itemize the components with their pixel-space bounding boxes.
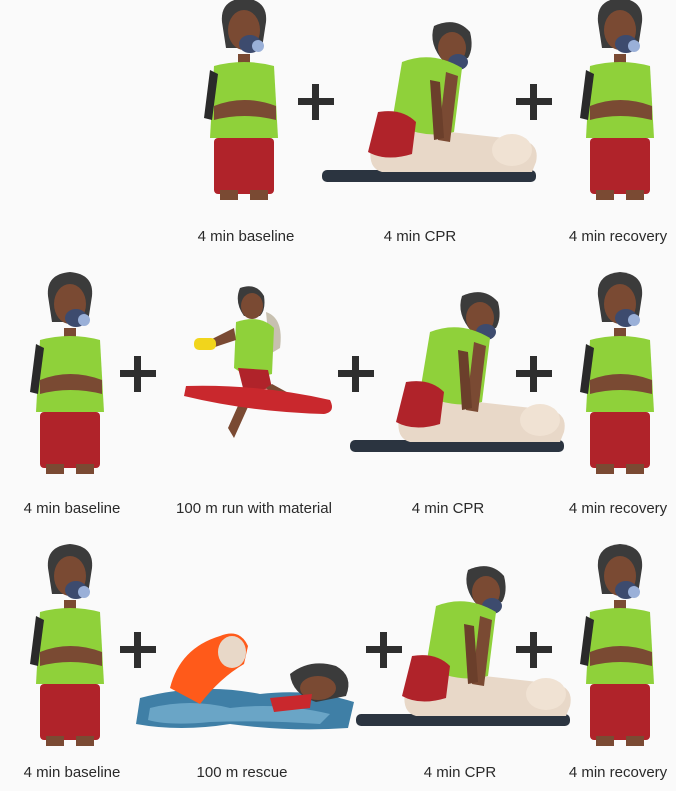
swim-rescue-icon bbox=[136, 634, 354, 730]
step-label: 4 min recovery bbox=[560, 500, 676, 517]
cpr-icon bbox=[322, 22, 537, 182]
running-icon bbox=[184, 286, 332, 438]
plus-icon bbox=[120, 632, 156, 668]
standing-lifeguard-icon bbox=[30, 544, 104, 746]
step-label: 4 min recovery bbox=[560, 228, 676, 245]
step-label: 4 min recovery bbox=[560, 764, 676, 781]
standing-lifeguard-icon bbox=[580, 0, 654, 200]
plus-icon bbox=[366, 632, 402, 668]
step-label: 4 min CPR bbox=[372, 228, 468, 245]
standing-lifeguard-icon bbox=[580, 544, 654, 746]
standing-lifeguard-icon bbox=[580, 272, 654, 474]
plus-icon bbox=[516, 632, 552, 668]
step-label: 4 min CPR bbox=[412, 764, 508, 781]
step-label: 100 m run with material bbox=[164, 500, 344, 517]
plus-icon bbox=[516, 84, 552, 120]
standing-lifeguard-icon bbox=[204, 0, 278, 200]
plus-icon bbox=[338, 356, 374, 392]
step-label: 100 m rescue bbox=[186, 764, 298, 781]
plus-icon bbox=[120, 356, 156, 392]
standing-lifeguard-icon bbox=[30, 272, 104, 474]
step-label: 4 min baseline bbox=[14, 500, 130, 517]
step-label: 4 min baseline bbox=[14, 764, 130, 781]
step-label: 4 min CPR bbox=[400, 500, 496, 517]
step-label: 4 min baseline bbox=[190, 228, 302, 245]
plus-icon bbox=[298, 84, 334, 120]
plus-icon bbox=[516, 356, 552, 392]
